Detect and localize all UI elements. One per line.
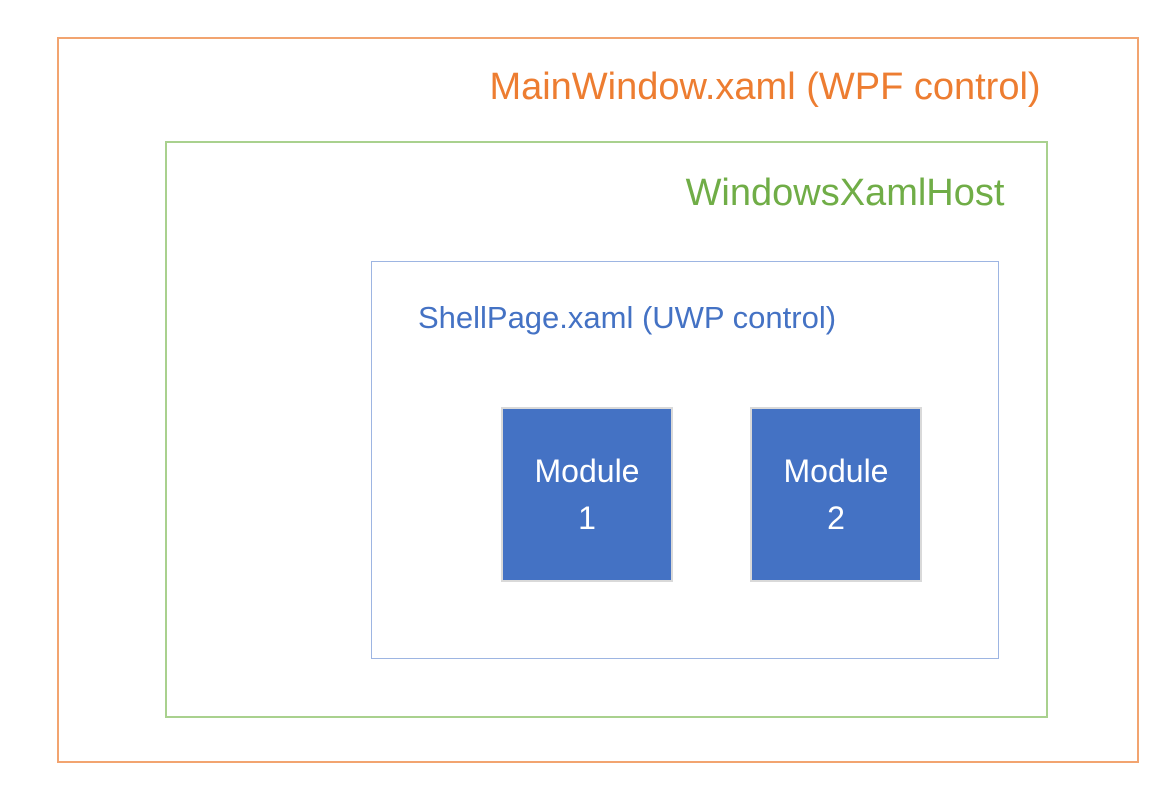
windows-xaml-host-label: WindowsXamlHost [685,172,1005,214]
module-1-box: Module 1 [501,407,673,582]
mainwindow-wpf-label: MainWindow.xaml (WPF control) [489,66,1041,108]
module-2-label-line2: 2 [827,499,845,536]
module-1-label-line2: 1 [578,499,596,536]
module-1-label-line1: Module [534,453,640,490]
shellpage-uwp-box [371,261,999,659]
windows-xaml-host-box [165,141,1048,718]
mainwindow-wpf-box [57,37,1139,763]
module-2-box: Module 2 [750,407,922,582]
module-2-label-line1: Module [783,453,889,490]
shellpage-uwp-label: ShellPage.xaml (UWP control) [417,300,837,335]
